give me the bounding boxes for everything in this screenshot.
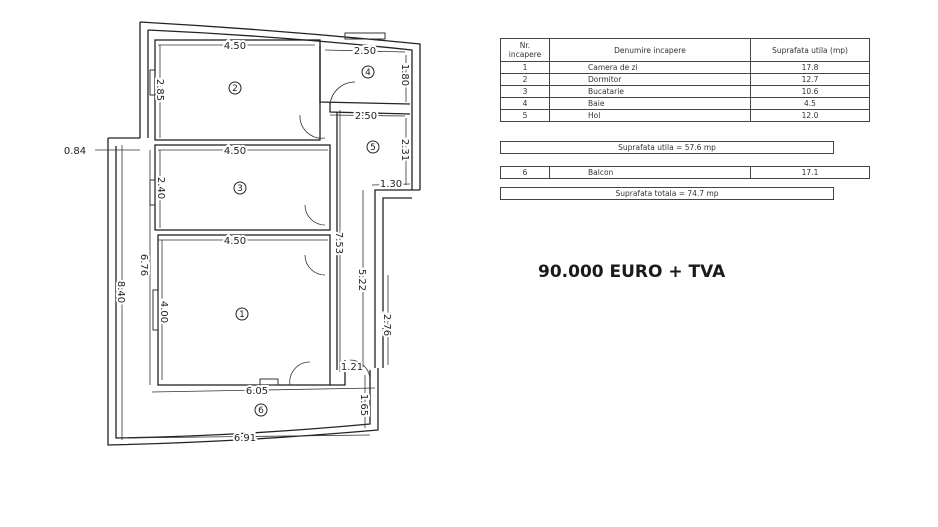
price-label: 90.000 EURO + TVA [538,262,726,282]
room-number: 2 [232,84,238,94]
room-number: 6 [258,406,264,416]
cell-nr: 3 [500,85,550,98]
window [344,32,386,40]
cell-area: 10.6 [750,85,870,98]
room-marker [254,403,268,417]
window [259,378,279,386]
header-area: Suprafata utila (mp) [750,38,870,62]
room-marker [361,65,375,79]
window [149,69,156,96]
dimension-lines [95,44,411,440]
cell-area: 17.8 [750,61,870,74]
cell-area: 17.1 [750,166,870,179]
cell-name: Baie [549,97,751,110]
hall-wall [374,189,420,368]
cell-nr: 2 [500,73,550,86]
dim-label: 0.84 [64,146,86,157]
cell-area: 4.5 [750,97,870,110]
hall-inner-wall [330,112,346,386]
dim-label: 1.30 [380,179,402,190]
exterior-wall [139,21,421,190]
door-bedroom [299,114,326,139]
room-4-outline [319,46,411,105]
dim-label: 2.31 [399,139,410,161]
room-4-wall [329,102,411,115]
dim-label: 8.40 [115,281,126,303]
room-number: 1 [239,310,245,320]
dim-label: 7.53 [333,232,344,254]
dim-label: 5.22 [356,269,367,291]
dim-label: 4.50 [224,146,246,157]
window [149,179,156,206]
cell-area: 12.0 [750,109,870,122]
dim-label: 6.05 [246,386,268,397]
cell-name: Camera de zi [549,61,751,74]
room-number: 4 [365,68,371,78]
dim-label: 1.80 [399,64,410,86]
cell-area: 12.7 [750,73,870,86]
room-number: 5 [370,143,376,153]
dim-label: 6.76 [138,254,149,276]
door-bath [329,81,356,106]
cell-name: Hol [549,109,751,122]
dim-label: 2.76 [381,314,392,336]
exterior-wall-inner [147,29,413,190]
cell-name: Dormitor [549,73,751,86]
header-name: Denumire incapere [549,38,751,62]
room-marker [235,307,249,321]
dim-label: 6.91 [234,433,256,444]
dim-label: 4.50 [224,41,246,52]
door-kitchen [304,204,326,226]
room-marker [228,81,242,95]
header-nr: Nr. incapere [500,38,550,62]
total-area: Suprafata totala = 74.7 mp [500,187,834,200]
cell-nr: 1 [500,61,550,74]
dim-label: 1.21 [341,362,363,373]
dim-label: 2.40 [155,177,166,199]
useful-area-total: Suprafata utila = 57.6 mp [500,141,834,154]
cell-nr: 5 [500,109,550,122]
cell-name: Balcon [549,166,751,179]
door-living [304,254,326,276]
room-number: 3 [237,184,243,194]
dim-label: 2.50 [354,46,376,57]
room-marker [366,140,380,154]
room-marker [233,181,247,195]
door-entry [349,359,371,381]
rooms-table: Nr. incapere Denumire incapere Suprafata… [500,38,870,122]
dim-label: 4.50 [224,236,246,247]
cell-nr: 4 [500,97,550,110]
door-balcony [289,361,311,386]
dim-label: 1.65 [358,394,369,416]
cell-name: Bucatarie [549,85,751,98]
dim-label: 2.50 [355,111,377,122]
cell-nr: 6 [500,166,550,179]
window [152,289,159,331]
dim-label: 4.00 [158,301,169,323]
dim-label: 2.85 [154,79,165,101]
